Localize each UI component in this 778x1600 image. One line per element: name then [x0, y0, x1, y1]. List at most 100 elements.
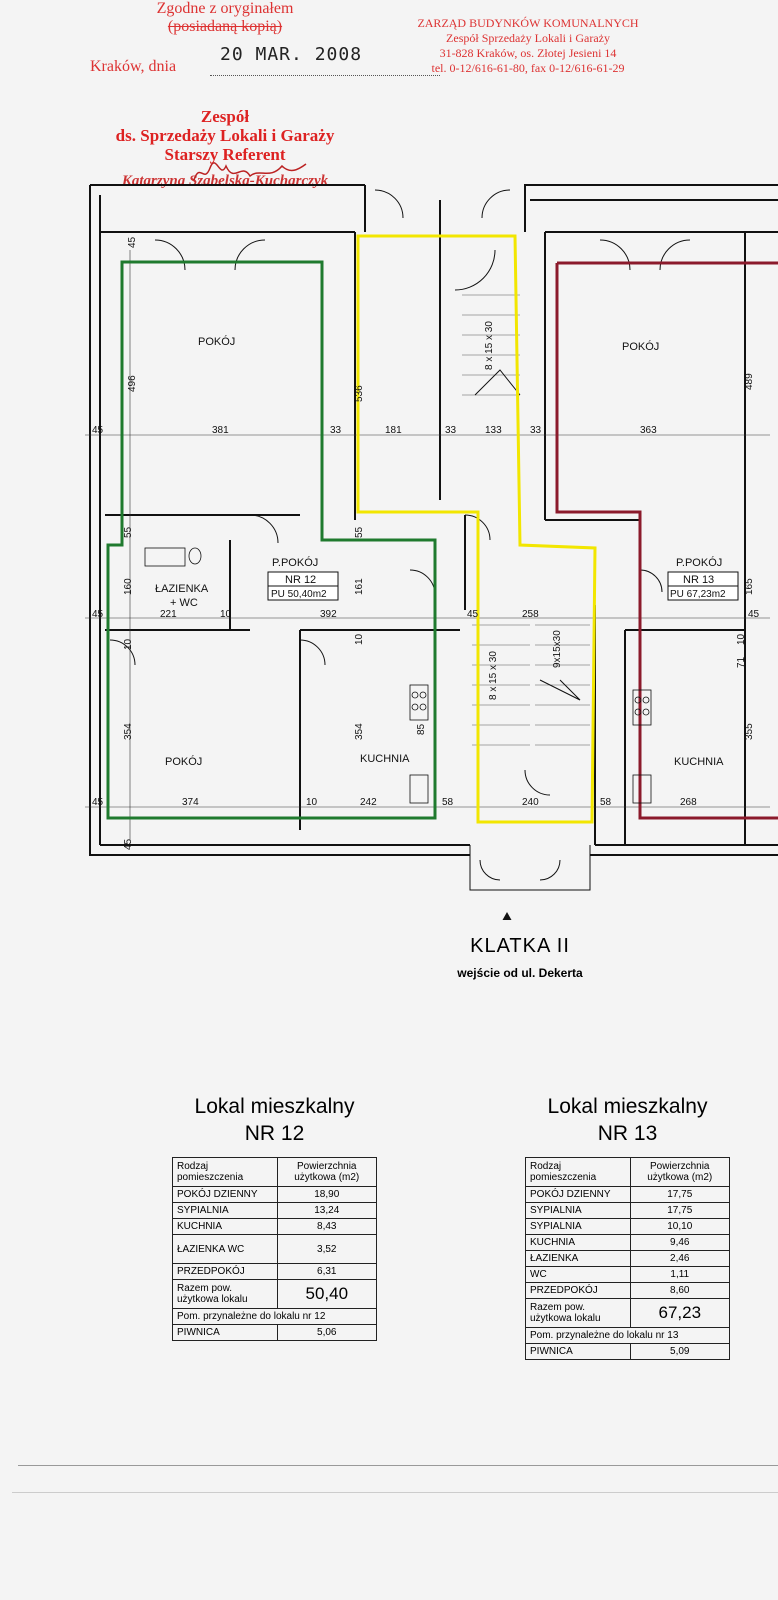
unit12-outline [106, 260, 437, 820]
dim: 181 [385, 425, 402, 436]
table12-value: 8,43 [276, 1218, 378, 1235]
table12-value: 6,31 [276, 1263, 378, 1280]
table13-value: 8,60 [629, 1282, 731, 1299]
table13-value: 10,10 [629, 1218, 731, 1235]
stairs-label-1: 8 x 15 x 30 [484, 321, 495, 370]
room-label-pokoj-1: POKÓJ [198, 335, 235, 348]
certified-line2: (posiadaną kopią) [167, 18, 283, 35]
table12-room: PRZEDPOKÓJ [172, 1263, 278, 1280]
office-line1: ZARZĄD BUDYNKÓW KOMUNALNYCH [417, 16, 639, 30]
dim: 45 [748, 609, 760, 620]
dim: 45 [92, 609, 104, 620]
table13-cellar-label: PIWNICA [525, 1343, 631, 1360]
table13-header-row: Rodzaj pomieszczenia Powierzchnia użytko… [525, 1157, 731, 1187]
table12-total-label: Razem pow. użytkowa lokalu [172, 1279, 278, 1309]
table13-total-value: 67,23 [629, 1298, 731, 1328]
table13-appurtenant-label: Pom. przynależne do lokalu nr 13 [525, 1327, 730, 1344]
unit13-area: PU 67,23m2 [670, 589, 726, 600]
table12: Rodzaj pomieszczenia Powierzchnia użytko… [172, 1157, 378, 1341]
dim: 10 [123, 638, 134, 650]
table13-room: POKÓJ DZIENNY [525, 1186, 631, 1203]
table12-room: ŁAZIENKA WC [172, 1234, 278, 1264]
table12-appurtenant-label: Pom. przynależne do lokalu nr 12 [172, 1308, 377, 1325]
area-table-nr12: Lokal mieszkalny NR 12 Rodzaj pomieszcze… [172, 1093, 378, 1341]
dim: 45 [467, 609, 479, 620]
table12-header-row: Rodzaj pomieszczenia Powierzchnia użytko… [172, 1157, 378, 1187]
table12-total-value: 50,40 [276, 1279, 378, 1309]
room-label-kuchnia-1: KUCHNIA [360, 753, 410, 765]
certified-line1: Zgodne z oryginałem [156, 0, 294, 17]
dim: 165 [744, 578, 755, 595]
table12-cellar-label: PIWNICA [172, 1324, 278, 1341]
table12-room: SYPIALNIA [172, 1202, 278, 1219]
dim: 55 [354, 526, 365, 538]
dim: 33 [530, 425, 542, 436]
table13-room: KUCHNIA [525, 1234, 631, 1251]
table12-col1: Rodzaj pomieszczenia [172, 1157, 278, 1187]
team-line1: Zespół [200, 107, 250, 126]
team-line3: Starszy Referent [164, 145, 286, 164]
table13-appurtenant-row: Pom. przynależne do lokalu nr 13 [525, 1327, 730, 1344]
table13: Rodzaj pomieszczenia Powierzchnia użytko… [525, 1157, 731, 1360]
stairs-label-2: 8 x 15 x 30 [488, 651, 499, 700]
room-label-pokoj-2: POKÓJ [622, 340, 659, 353]
dim: 355 [744, 723, 755, 740]
office-stamp: ZARZĄD BUDYNKÓW KOMUNALNYCH Zespół Sprze… [398, 16, 658, 76]
table13-total-label: Razem pow. użytkowa lokalu [525, 1298, 631, 1328]
dim: 45 [92, 425, 104, 436]
table12-col2: Powierzchnia użytkowa (m2) [276, 1157, 378, 1187]
table13-value: 17,75 [629, 1202, 731, 1219]
room-label-lazienka: ŁAZIENKA [155, 583, 209, 595]
table12-room: POKÓJ DZIENNY [172, 1186, 278, 1203]
signature-scribble [193, 162, 307, 181]
dim: 10 [736, 633, 747, 645]
handwritten-date: 20 MAR. 2008 [220, 44, 363, 65]
dim: 268 [680, 797, 697, 808]
room-label-wc: + WC [170, 597, 198, 609]
dim: 10 [354, 633, 365, 645]
table13-value: 9,46 [629, 1234, 731, 1251]
table13-room: PRZEDPOKÓJ [525, 1282, 631, 1299]
dim: 33 [330, 425, 342, 436]
dim: 45 [127, 236, 138, 248]
staircase-title: KLATKA II [470, 935, 570, 957]
entrance-note: wejście od ul. Dekerta [457, 966, 583, 980]
table13-room: SYPIALNIA [525, 1218, 631, 1235]
entrance-arrow-icon [502, 912, 512, 920]
table12-subtitle: NR 12 [244, 1122, 305, 1145]
table12-cellar-value: 5,06 [276, 1324, 378, 1341]
team-line2: ds. Sprzedaży Lokali i Garaży [115, 126, 335, 145]
table13-room: WC [525, 1266, 631, 1283]
staircase-outline [356, 234, 597, 824]
stairs-label-3: 9x15x30 [552, 630, 563, 668]
room-label-przedpokoj-2: P.POKÓJ [676, 556, 722, 569]
table13-value: 1,11 [629, 1266, 731, 1283]
unit13-outline [555, 261, 778, 820]
dim: 354 [354, 723, 365, 740]
room-label-przedpokoj-1: P.POKÓJ [272, 556, 318, 569]
sheet-edge-line [12, 1492, 778, 1493]
dim: 240 [522, 797, 539, 808]
dim: 160 [123, 578, 134, 595]
table13-col2: Powierzchnia użytkowa (m2) [629, 1157, 731, 1187]
office-line2: Zespół Sprzedaży Lokali i Garaży [446, 31, 610, 45]
dim: 258 [522, 609, 539, 620]
dim: 85 [416, 723, 427, 735]
table12-room: KUCHNIA [172, 1218, 278, 1235]
table13-cellar-value: 5,09 [629, 1343, 731, 1360]
dim: 374 [182, 797, 199, 808]
area-table-nr13: Lokal mieszkalny NR 13 Rodzaj pomieszcze… [525, 1093, 731, 1360]
table13-room: SYPIALNIA [525, 1202, 631, 1219]
office-line4: tel. 0-12/616-61-80, fax 0-12/616-61-29 [431, 61, 625, 75]
dim: 45 [123, 838, 134, 850]
dim: 496 [127, 375, 138, 392]
